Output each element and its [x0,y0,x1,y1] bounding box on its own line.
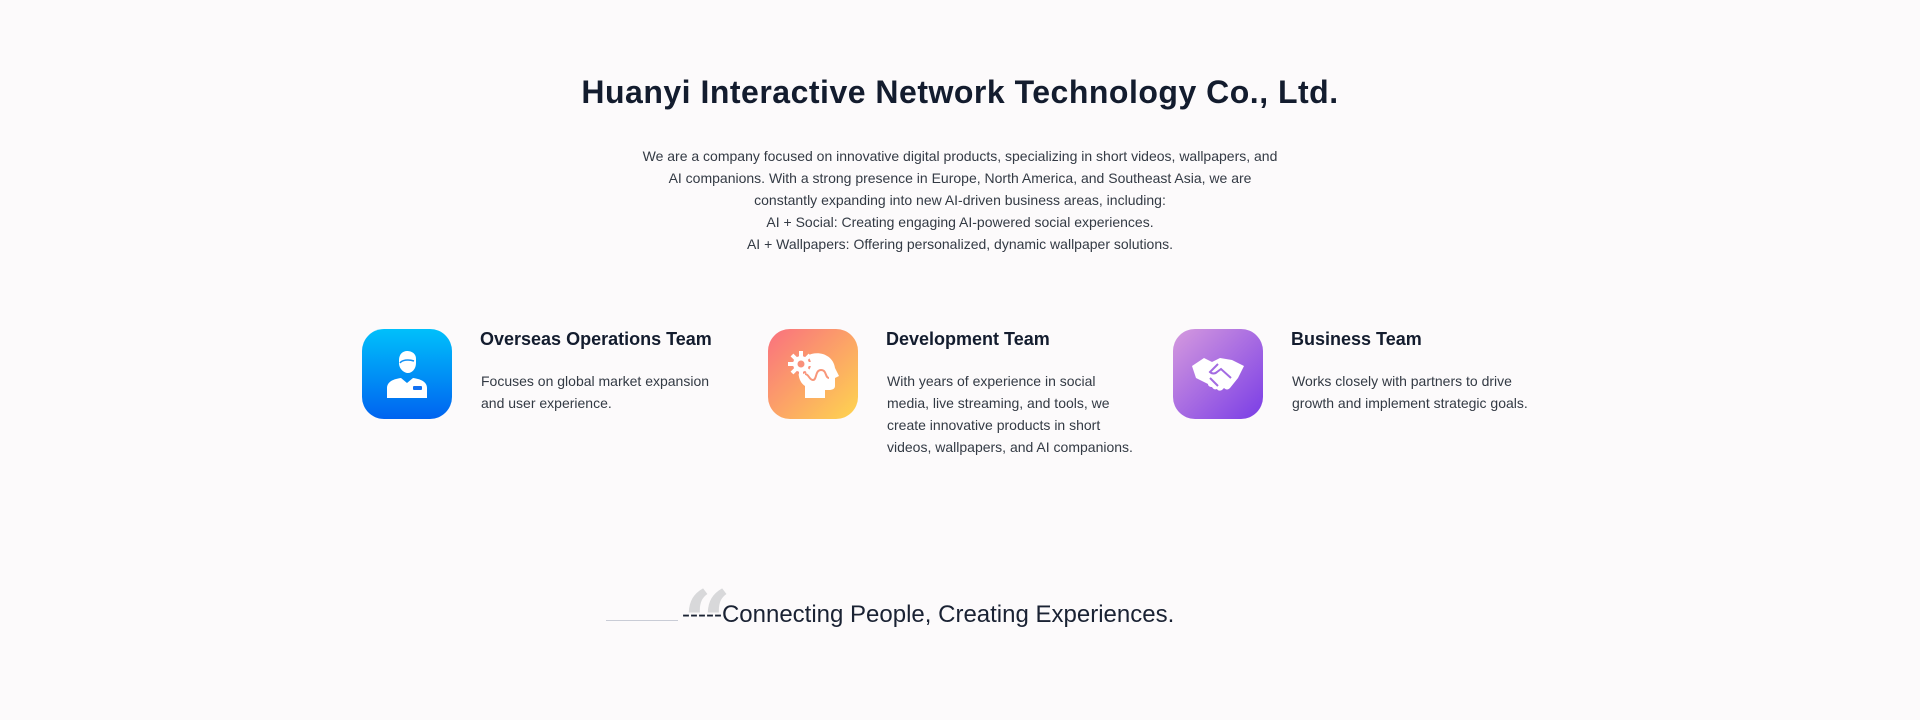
company-title: Huanyi Interactive Network Technology Co… [581,74,1339,110]
quote-mark-icon: “ [683,572,732,671]
customer-service-person-icon [362,329,452,419]
team-title: Business Team [1291,329,1422,349]
slogan: “ -----Connecting People, Creating Exper… [0,580,1920,664]
team-title: Development Team [886,329,1050,349]
intro-line: AI companions. With a strong presence in… [668,170,1252,186]
company-intro: We are a company focused on innovative d… [560,145,1360,255]
intro-line: We are a company focused on innovative d… [642,148,1278,164]
slogan-divider [606,620,678,621]
handshake-icon [1173,329,1263,419]
team-description: With years of experience in social media… [887,373,1133,455]
team-card-overseas-operations: Overseas Operations Team Focuses on glob… [362,329,762,489]
gear-head-icon [768,329,858,419]
team-card-business: Business Team Works closely with partner… [1173,329,1573,489]
intro-line: constantly expanding into new AI-driven … [754,192,1166,208]
team-title: Overseas Operations Team [480,329,712,349]
slogan-text: -----Connecting People, Creating Experie… [682,601,1175,628]
team-description: Focuses on global market expansion and u… [481,373,710,411]
team-card-development: Development Team With years of experienc… [768,329,1168,489]
intro-line: AI + Social: Creating engaging AI-powere… [766,214,1154,230]
intro-line: AI + Wallpapers: Offering personalized, … [746,236,1174,252]
team-description: Works closely with partners to drive gro… [1292,373,1528,411]
